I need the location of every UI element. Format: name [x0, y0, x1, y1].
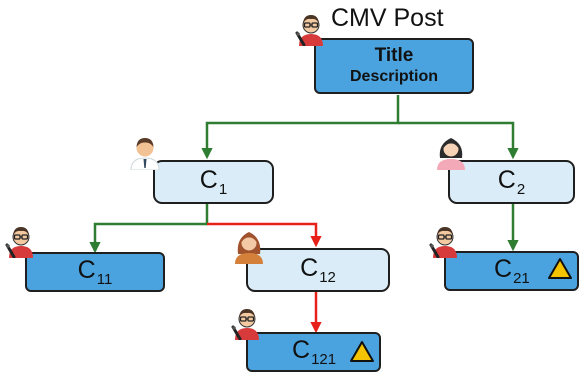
comment-node-c2: C2: [448, 160, 575, 204]
edge-post-to-c2: [398, 121, 519, 160]
node-label: C: [300, 253, 319, 282]
node-label-subscript: 121: [311, 350, 337, 368]
comment-node-c1: C1: [153, 160, 274, 204]
node-label: C: [77, 255, 96, 284]
warning-triangle-icon: [548, 258, 572, 279]
post-title-text: Title: [374, 45, 414, 66]
comment-node-c11: C11: [25, 252, 165, 292]
node-label: C: [494, 254, 513, 283]
female-user-icon: [437, 138, 465, 170]
post-description-text: Description: [349, 68, 438, 85]
author-with-pen-icon: [231, 309, 259, 340]
node-label: C: [199, 165, 218, 194]
post-header: CMV Post: [331, 4, 444, 32]
male-user-icon: [130, 138, 160, 170]
author-with-pen-icon: [429, 227, 457, 258]
node-label-subscript: 12: [319, 268, 336, 286]
edge-c1-to-c11: [89, 203, 209, 254]
post-node: Title Description: [314, 38, 474, 94]
author-with-pen-icon: [5, 227, 33, 258]
warning-triangle-icon: [350, 341, 374, 362]
edge-post-to-c1: [201, 95, 400, 160]
node-label: C: [292, 335, 311, 364]
node-label-subscript: 21: [513, 269, 530, 287]
node-label: C: [497, 165, 516, 194]
edge-c1-to-c12: [207, 222, 322, 248]
node-label-subscript: 2: [516, 180, 526, 198]
author-with-pen-icon: [295, 15, 323, 46]
female-user-icon: [235, 232, 263, 264]
node-label-subscript: 1: [218, 180, 228, 198]
node-label-subscript: 11: [96, 270, 113, 288]
comment-node-c121: C121: [246, 332, 381, 372]
comment-node-c12: C12: [246, 248, 390, 292]
